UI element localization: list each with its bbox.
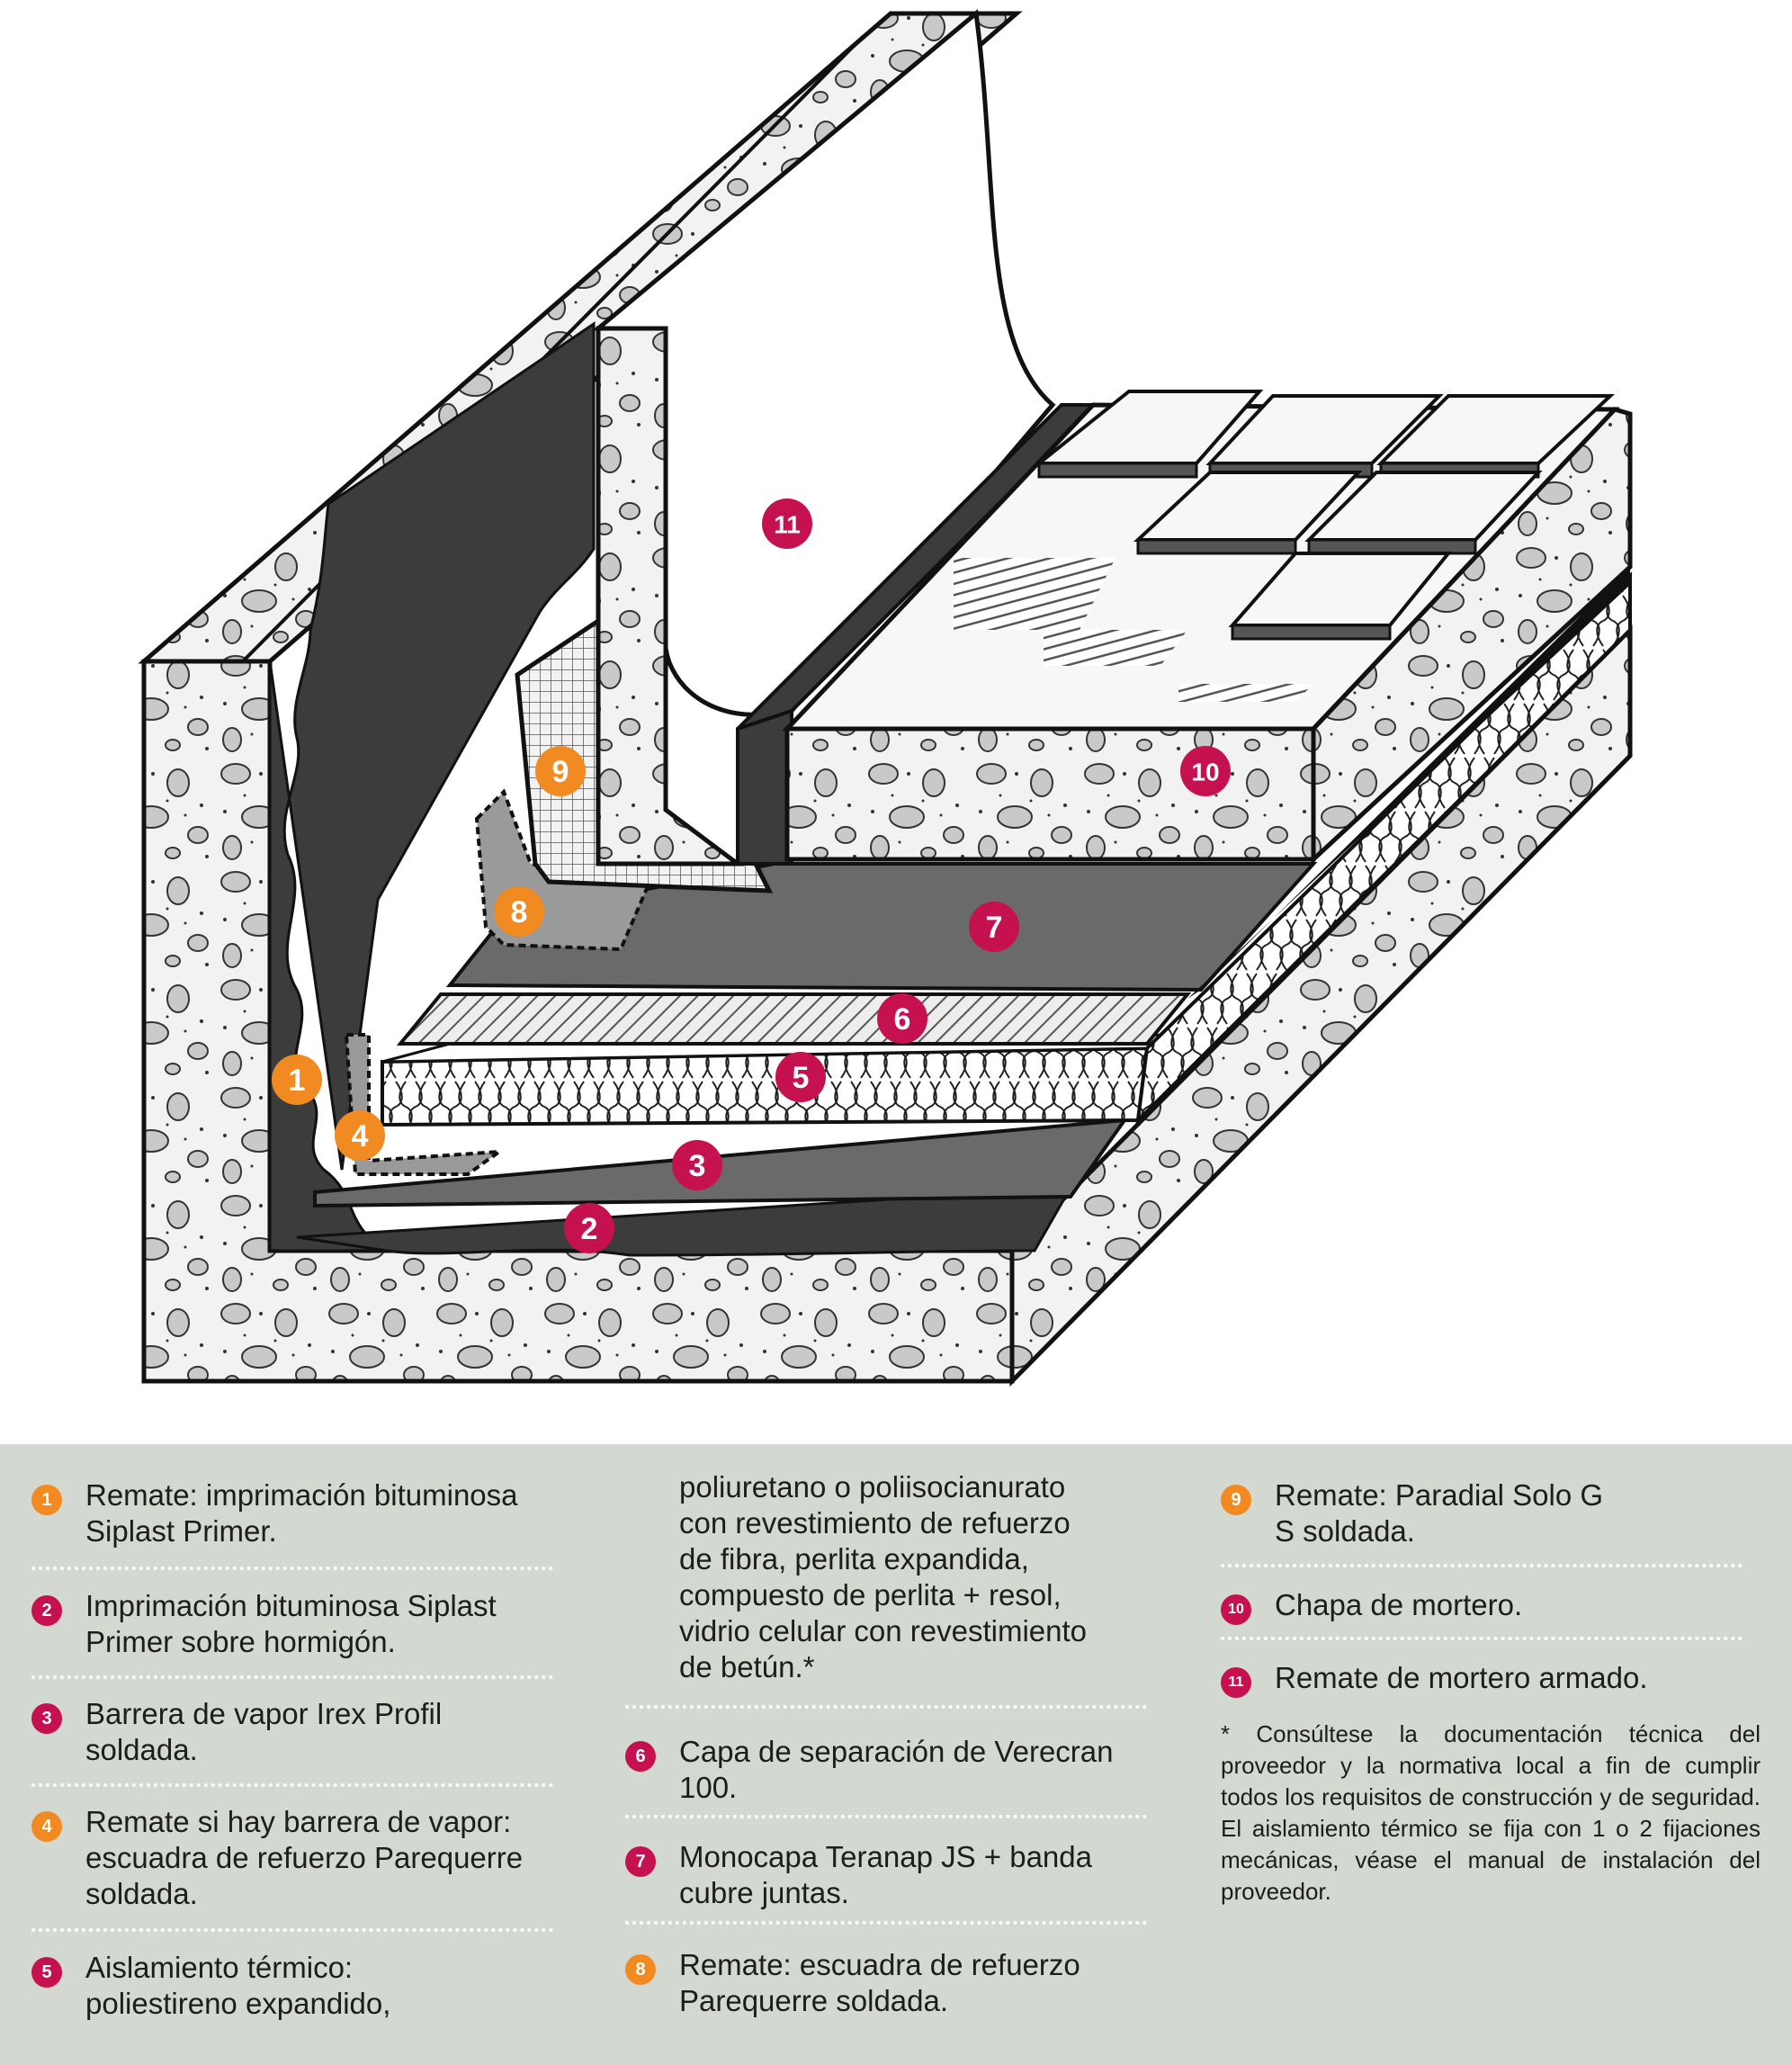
legend-divider xyxy=(625,1705,1147,1709)
marker-2: 2 xyxy=(564,1203,614,1253)
legend-text-3: Barrera de vapor Irex Profil soldada. xyxy=(85,1697,443,1766)
svg-text:4: 4 xyxy=(352,1119,369,1154)
legend-divider xyxy=(31,1567,553,1570)
svg-text:5: 5 xyxy=(793,1061,810,1095)
legend-text-9: Remate: Paradial Solo G S soldada. xyxy=(1275,1478,1604,1548)
legend-divider xyxy=(31,1928,553,1932)
legend-badge-5: 5 xyxy=(31,1957,62,1988)
legend-badge-9: 9 xyxy=(1221,1485,1251,1515)
legend-text-1: Remate: imprimación bituminosa Siplast P… xyxy=(85,1478,518,1548)
svg-text:9: 9 xyxy=(552,755,569,789)
roof-section-diagram: 1 2 3 4 5 6 7 8 9 10 11 xyxy=(138,9,1633,1387)
legend-badge-10: 10 xyxy=(1221,1594,1251,1625)
marker-8: 8 xyxy=(494,886,544,937)
primer-wall xyxy=(268,321,596,1252)
legend-text-2: Imprimación bituminosa Siplast Primer so… xyxy=(85,1589,497,1658)
marker-4: 4 xyxy=(335,1110,385,1161)
legend-badge-7: 7 xyxy=(625,1846,656,1877)
legend-badge-4: 4 xyxy=(31,1811,62,1842)
mortar-upstand xyxy=(592,9,1102,866)
legend-badge-6: 6 xyxy=(625,1741,656,1772)
legend-divider xyxy=(1221,1637,1743,1640)
svg-text:7: 7 xyxy=(986,911,1003,945)
svg-text:8: 8 xyxy=(511,895,528,929)
svg-text:3: 3 xyxy=(689,1149,706,1183)
legend-text-8: Remate: escuadra de refuerzo Parequerre … xyxy=(679,1948,1080,2017)
legend-text-7: Monocapa Teranap JS + banda cubre juntas… xyxy=(679,1840,1092,1909)
marker-11: 11 xyxy=(762,498,812,549)
svg-text:10: 10 xyxy=(1191,759,1219,786)
legend-panel: 1 Remate: imprimación bituminosa Siplast… xyxy=(0,1444,1792,2065)
svg-text:6: 6 xyxy=(894,1002,911,1037)
legend-footnote: * Consúltese la documentación técnica de… xyxy=(1221,1720,1761,1905)
marker-6: 6 xyxy=(877,993,927,1044)
legend-text-10: Chapa de mortero. xyxy=(1275,1588,1523,1621)
legend-badge-1: 1 xyxy=(31,1485,62,1515)
svg-text:1: 1 xyxy=(289,1064,306,1098)
legend-divider xyxy=(1221,1564,1743,1567)
legend-text-5: Aislamiento térmico: poliestireno expand… xyxy=(85,1951,391,2020)
primer-slab xyxy=(296,1186,1073,1257)
legend-text-11: Remate de mortero armado. xyxy=(1275,1661,1648,1694)
separation-layer xyxy=(396,992,1192,1046)
marker-9: 9 xyxy=(535,746,586,796)
legend-text-6: Capa de separación de Verecran 100. xyxy=(679,1735,1114,1804)
legend-badge-8: 8 xyxy=(625,1954,656,1985)
legend-badge-2: 2 xyxy=(31,1595,62,1626)
legend-text-5-continued: poliuretano o poliisocianurato con reves… xyxy=(679,1470,1088,1683)
svg-text:11: 11 xyxy=(774,511,801,539)
legend-text-4: Remate si hay barrera de vapor: escuadra… xyxy=(85,1805,524,1910)
marker-7: 7 xyxy=(969,902,1019,952)
legend-divider xyxy=(625,1815,1147,1818)
floor-tiles xyxy=(954,390,1616,702)
legend-divider xyxy=(31,1783,553,1787)
legend-divider xyxy=(31,1675,553,1679)
legend-badge-11: 11 xyxy=(1221,1667,1251,1698)
marker-3: 3 xyxy=(672,1140,722,1190)
marker-1: 1 xyxy=(272,1055,322,1105)
legend-divider xyxy=(625,1921,1147,1925)
marker-10: 10 xyxy=(1180,746,1231,796)
marker-5: 5 xyxy=(775,1052,826,1102)
svg-text:2: 2 xyxy=(581,1212,598,1246)
legend-badge-3: 3 xyxy=(31,1703,62,1734)
